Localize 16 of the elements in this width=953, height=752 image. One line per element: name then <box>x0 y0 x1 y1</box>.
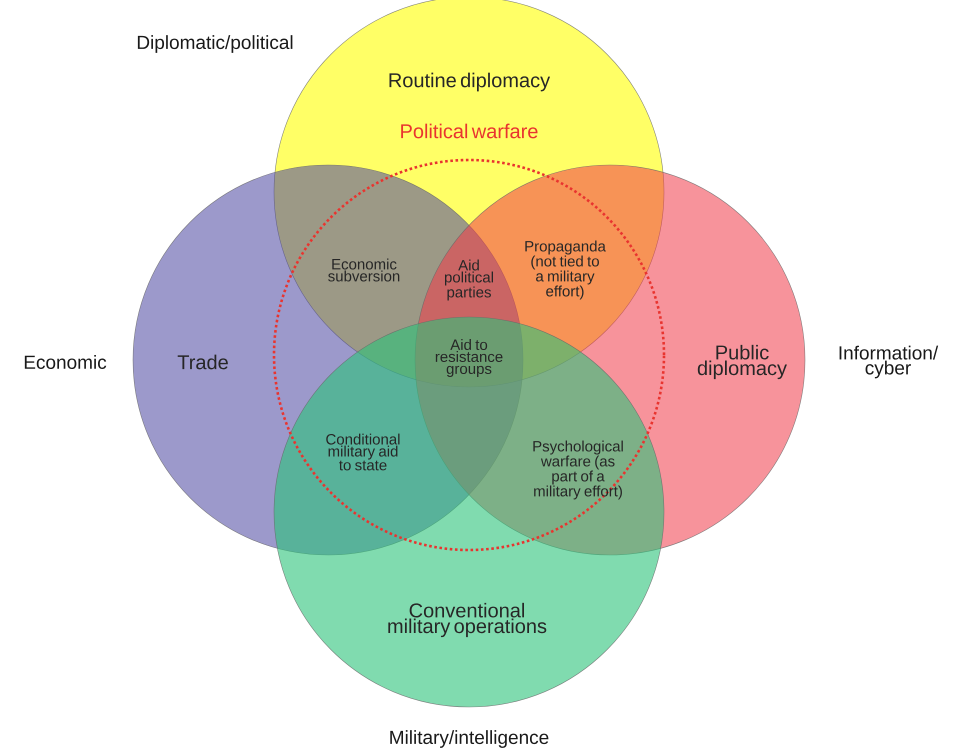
region-label: Conditional military aid to state <box>326 434 400 470</box>
outside-label: Economic <box>24 355 106 369</box>
region-label: Aid to resistance groups <box>436 339 502 377</box>
outside-label: Information/ cyber <box>840 346 938 378</box>
region-label: Psychological warfare (as part of a military effort) <box>533 440 623 500</box>
dotted-circle <box>272 158 666 552</box>
region-label: Economic subversion <box>328 258 400 282</box>
outside-label: Diplomatic/political <box>138 35 292 53</box>
circle-label: Routine diplomacy <box>390 72 550 92</box>
heading: Political warfare <box>401 124 538 138</box>
outside-label: Military/intelligence <box>390 730 548 748</box>
region-label: Propaganda (not tied to a military effort) <box>525 240 606 300</box>
circle-label: Conventional military operations <box>388 602 546 638</box>
region-label: Aid political parties <box>444 260 493 300</box>
circle-label: Trade <box>178 354 228 370</box>
circle-label: Public diplomacy <box>698 344 787 380</box>
